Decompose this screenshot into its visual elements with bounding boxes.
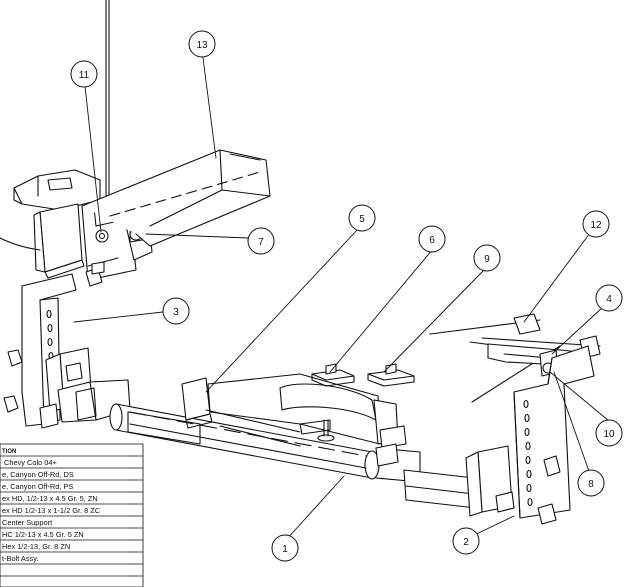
callout-1: 1	[271, 534, 299, 562]
bom-table	[0, 443, 144, 587]
callout-3: 3	[162, 297, 190, 325]
bom-text: TION Chevy Colo 04+ e, Canyon Off-Rd, DS…	[2, 449, 101, 563]
bom-row-8: Hex 1/2-13, Gr. 8 ZN	[2, 542, 70, 551]
callout-12: 12	[582, 210, 610, 238]
part-5-center-support	[181, 373, 407, 467]
upper-mount-bracket	[0, 0, 153, 281]
bom-row-6: Center Support	[2, 518, 52, 527]
right-bracket-assembly	[429, 313, 601, 525]
callout-11: 11	[70, 60, 98, 88]
bom-row-2: e, Canyon Off-Rd, DS	[2, 470, 74, 479]
svg-text:13: 13	[196, 40, 208, 51]
bom-header: TION	[2, 449, 16, 455]
part-9-pad	[367, 363, 415, 387]
svg-text:7: 7	[258, 237, 264, 248]
bom-row-3: e, Canyon Off-Rd, PS	[2, 482, 73, 491]
callout-9: 9	[473, 244, 501, 272]
svg-text:8: 8	[588, 479, 594, 490]
callout-6: 6	[418, 225, 446, 253]
bom-row-4: ex HD, 1/2-13 x 4.5 Gr. 5, ZN	[2, 494, 98, 503]
callout-4: 4	[595, 284, 623, 312]
svg-text:4: 4	[606, 294, 612, 305]
part-1-main-tube	[109, 403, 477, 509]
part-13-beam	[81, 149, 271, 247]
callout-13: 13	[188, 30, 216, 58]
svg-text:6: 6	[429, 235, 435, 246]
svg-text:1: 1	[282, 544, 288, 555]
svg-text:3: 3	[173, 307, 179, 318]
svg-text:5: 5	[359, 214, 365, 225]
bom-row-5: ex HD 1/2-13 x 1-1/2 Gr. 8 ZC	[2, 506, 101, 515]
callout-8: 8	[577, 469, 605, 497]
bom-row-9: t-Bolt Assy.	[2, 554, 38, 563]
bom-row-7: HC 1/2-13 x 4.5 Gr. 5 ZN	[2, 530, 84, 539]
bom-row-1: Chevy Colo 04+	[4, 458, 57, 467]
callout-7: 7	[247, 227, 275, 255]
callout-10: 10	[595, 419, 623, 447]
part-6-pad	[311, 363, 355, 387]
callout-balloons: 13 11 7 3 5 6 9 12	[70, 30, 623, 562]
svg-text:10: 10	[603, 429, 615, 440]
svg-text:2: 2	[463, 537, 469, 548]
svg-text:9: 9	[484, 254, 490, 265]
leader-lines	[73, 57, 610, 541]
svg-text:11: 11	[79, 70, 90, 81]
svg-text:12: 12	[590, 220, 602, 231]
callout-5: 5	[348, 204, 376, 232]
callout-2: 2	[452, 527, 480, 555]
